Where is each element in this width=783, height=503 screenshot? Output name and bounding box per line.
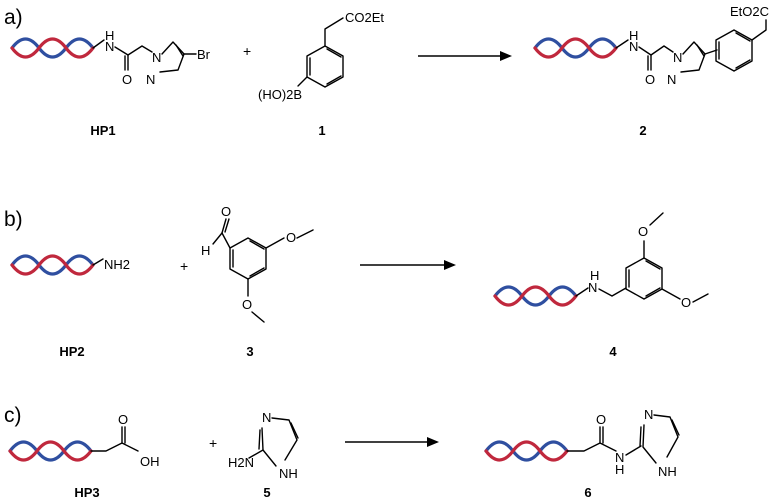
dna-helix-product-2: [533, 37, 618, 59]
compound-label-6: 6: [584, 485, 591, 500]
dna-helix-hp3: [8, 440, 93, 462]
atom-6-nh-ring: NH: [658, 464, 677, 479]
atom-2-eto2c: EtO2C: [730, 4, 769, 19]
dna-helix-product-6: [484, 440, 569, 462]
structure-compound-5: N NH H2N: [228, 410, 299, 481]
panel-b-label: b): [4, 208, 23, 231]
atom-hp1-o: O: [122, 72, 132, 87]
plus-sign-a: +: [243, 43, 251, 59]
atom-hp1-nh: H: [105, 28, 114, 43]
atom-hp1-n2: N: [146, 72, 155, 87]
compound-label-hp1: HP1: [90, 123, 115, 138]
atom-5-h2n: H2N: [228, 455, 254, 470]
atom-4-n: N: [588, 280, 597, 295]
reaction-arrow-c: [345, 437, 439, 447]
structure-compound-1: CO2Et (HO)2B: [258, 10, 384, 102]
panel-c: c) O OH + N NH H2N: [4, 404, 680, 500]
structure-product-4: H N O O: [575, 212, 709, 310]
atom-4-nh: H: [590, 268, 599, 283]
atom-4-o-bot: O: [681, 295, 691, 310]
atom-hp1-n: N: [105, 39, 114, 54]
dna-helix-hp1: [10, 37, 95, 59]
dna-helix-product-4: [493, 285, 578, 307]
atom-4-o-top: O: [638, 224, 648, 239]
structure-compound-3: O H O O: [201, 204, 314, 323]
reaction-arrow-a: [418, 51, 512, 61]
atom-2-n: N: [629, 39, 638, 54]
atom-1-boronic: (HO)2B: [258, 87, 302, 102]
atom-hp3-oh: OH: [140, 454, 160, 469]
atom-6-h-amide: H: [615, 462, 624, 477]
dna-helix-hp2: [10, 254, 95, 276]
compound-label-5: 5: [263, 485, 270, 500]
atom-1-co2et: CO2Et: [345, 10, 384, 25]
atom-3-o-bot: O: [242, 297, 252, 312]
atom-hp2-nh2: NH2: [104, 257, 130, 272]
panel-a: a) H N O N N Br +: [4, 4, 769, 138]
panel-a-label: a): [4, 6, 23, 29]
compound-label-3: 3: [246, 344, 253, 359]
compound-label-hp3: HP3: [74, 485, 99, 500]
reaction-arrow-b: [360, 260, 456, 270]
atom-hp1-n1: N: [152, 50, 161, 65]
atom-5-n: N: [262, 410, 271, 425]
atom-hp3-o: O: [118, 412, 128, 427]
atom-2-n1: N: [673, 50, 682, 65]
panel-b: b) NH2 + O H O O: [4, 204, 709, 359]
compound-label-hp2: HP2: [59, 344, 84, 359]
structure-product-2: H N O N N EtO2C: [615, 4, 769, 87]
atom-3-o-top: O: [286, 230, 296, 245]
atom-2-n2: N: [667, 72, 676, 87]
compound-label-2: 2: [639, 123, 646, 138]
atom-hp1-br: Br: [197, 47, 211, 62]
structure-hp3: O OH: [90, 412, 160, 469]
structure-product-6: O N H N NH: [566, 407, 680, 479]
atom-6-n: N: [644, 407, 653, 422]
atom-5-nh: NH: [279, 466, 298, 481]
compound-label-1: 1: [318, 123, 325, 138]
atom-2-nh: H: [629, 28, 638, 43]
compound-label-4: 4: [609, 344, 617, 359]
atom-6-o: O: [596, 412, 606, 427]
structure-hp1: H N O N N Br: [92, 28, 211, 87]
plus-sign-b: +: [180, 258, 188, 274]
panel-c-label: c): [4, 404, 22, 427]
atom-3-o-ald: O: [221, 204, 231, 219]
atom-3-h: H: [201, 243, 210, 258]
plus-sign-c: +: [209, 435, 217, 451]
atom-6-n-amide: N: [615, 450, 624, 465]
atom-2-o: O: [645, 72, 655, 87]
